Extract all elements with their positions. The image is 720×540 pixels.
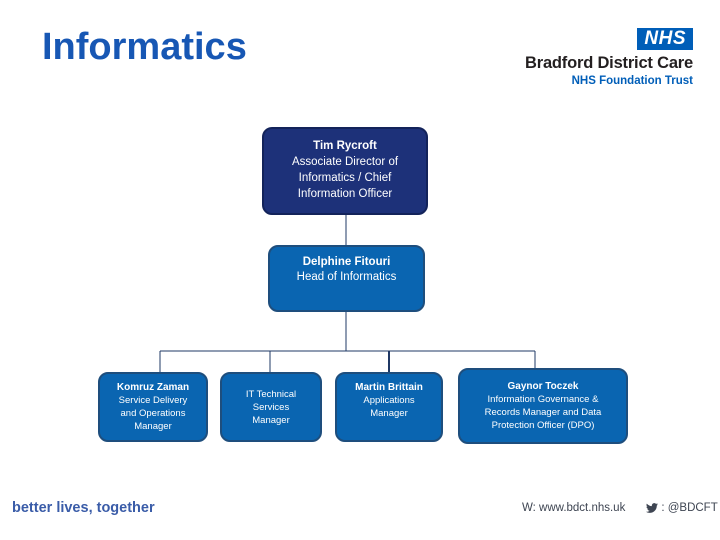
org-box-delphine-fitouri: Delphine Fitouri Head of Informatics [268, 245, 425, 312]
org-box-gaynor-toczek: Gaynor Toczek Information Governance & R… [458, 368, 628, 444]
person-name: Komruz Zaman [116, 382, 190, 393]
foundation-trust-label: NHS Foundation Trust [571, 75, 693, 87]
nhs-logo-badge: NHS [637, 28, 693, 50]
twitter-bird-icon [645, 502, 659, 514]
org-box-tim-rycroft: Tim Rycroft Associate Director of Inform… [262, 127, 428, 215]
person-name: Gaynor Toczek [507, 381, 579, 392]
trust-name: Bradford District Care [525, 54, 693, 72]
twitter-handle-label: : @BDCFT [661, 502, 718, 514]
person-role: Information Governance & Records Manager… [484, 394, 602, 431]
person-name: Delphine Fitouri [302, 256, 391, 268]
person-name: Martin Brittain [355, 382, 423, 393]
person-name: Tim Rycroft [313, 140, 377, 152]
org-box-it-technical-services: IT Technical Services Manager [220, 372, 322, 442]
person-role: IT Technical Services Manager [245, 388, 297, 426]
footer-contact: W: www.bdct.nhs.uk : @BDCFT [522, 502, 718, 514]
nhs-trust-logo: NHS Bradford District Care NHS Foundatio… [525, 28, 693, 87]
person-role: Service Delivery and Operations Manager [118, 395, 188, 432]
person-role: Head of Informatics [296, 271, 397, 283]
org-box-komruz-zaman: Komruz Zaman Service Delivery and Operat… [98, 372, 208, 442]
website-label: W: www.bdct.nhs.uk [522, 502, 626, 514]
tagline: better lives, together [12, 500, 155, 516]
org-box-martin-brittain: Martin Brittain Applications Manager [335, 372, 443, 442]
page-title: Informatics [42, 26, 247, 68]
person-role: Applications Manager [363, 395, 415, 419]
person-role: Associate Director of Informatics / Chie… [291, 156, 399, 200]
